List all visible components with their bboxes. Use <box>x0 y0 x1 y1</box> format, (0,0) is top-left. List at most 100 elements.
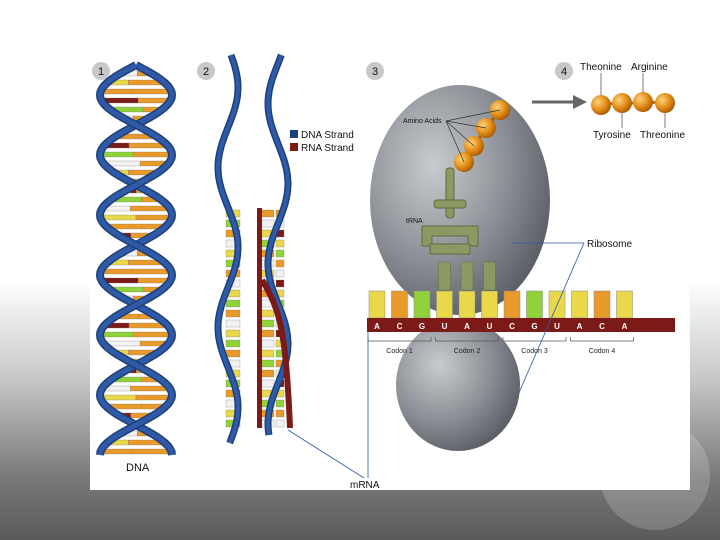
unzipped-dna-transcription <box>214 53 293 445</box>
step-number: 3 <box>372 66 378 78</box>
dna-base <box>225 299 241 308</box>
codon-label: Codon 2 <box>454 348 481 355</box>
mrna-base-letter: C <box>509 322 515 331</box>
dna-base <box>275 259 285 268</box>
legend-swatch-dna <box>290 130 298 138</box>
dna-base <box>225 349 241 358</box>
mrna-base <box>458 290 476 319</box>
base-pair <box>133 151 172 158</box>
mrna-base-letter: A <box>374 322 380 331</box>
rna-base <box>259 209 275 218</box>
base-pair <box>131 448 171 455</box>
amino-name-tyrosine: Tyrosine <box>593 130 631 141</box>
step-marker-2: 2 <box>197 62 215 80</box>
rna-base <box>259 319 275 328</box>
dna-strand <box>215 54 241 444</box>
step-marker-3: 3 <box>366 62 384 80</box>
dna-backbone <box>97 62 175 456</box>
legend-dna-strand: DNA Strand <box>301 130 354 141</box>
codon-label: Codon 1 <box>386 348 413 355</box>
mrna-bases <box>368 261 633 319</box>
dna-base <box>275 399 285 408</box>
codon-brackets: Codon 1 Codon 2 Codon 3 Codon 4 <box>367 337 634 355</box>
mrna-base <box>616 290 633 319</box>
legend: DNA Strand RNA Strand <box>290 130 354 154</box>
base-pair <box>100 151 135 158</box>
dna-base <box>275 279 285 288</box>
dna-base <box>225 339 241 348</box>
amino-name-arginine: Arginine <box>631 62 668 73</box>
dna-base <box>275 409 285 418</box>
codon-bracket <box>502 337 567 342</box>
codon-bracket <box>435 337 499 342</box>
base-pair <box>131 268 171 275</box>
rna-base <box>259 219 275 228</box>
rna-base <box>259 339 275 348</box>
dna-base <box>275 269 285 278</box>
codon-bracket <box>570 337 634 342</box>
mrna-base-letter: A <box>577 322 583 331</box>
step-marker-4: 4 <box>555 62 573 80</box>
mrna-strand <box>367 318 675 332</box>
base-pair <box>100 331 135 338</box>
base-pair <box>128 322 166 329</box>
amino-acids-pointers <box>445 109 501 163</box>
step-number: 2 <box>203 66 209 78</box>
trna-molecule <box>421 167 479 255</box>
base-pair <box>130 385 169 392</box>
amino-acid <box>655 93 675 113</box>
codon-label: Codon 3 <box>521 348 548 355</box>
base-pair <box>131 88 171 95</box>
trna-anticodon-base <box>483 261 496 291</box>
step-number: 1 <box>98 66 104 78</box>
mrna-base <box>503 290 521 319</box>
rna-base <box>259 349 275 358</box>
base-pair <box>101 268 133 275</box>
legend-rna-strand: RNA Strand <box>301 143 354 154</box>
dna-base <box>275 239 285 248</box>
base-pair <box>101 88 133 95</box>
codon-label: Codon 4 <box>589 348 616 355</box>
mrna-base <box>413 290 431 319</box>
mrna-base <box>571 290 588 319</box>
mrna-base <box>436 290 453 319</box>
amino-acid <box>612 93 632 113</box>
rna-base <box>259 359 275 368</box>
mrna-pointers <box>287 332 369 479</box>
mrna-base-letter: G <box>531 322 537 331</box>
mrna-base <box>368 290 386 319</box>
mrna-base-letter: U <box>442 322 448 331</box>
ribosome <box>370 85 550 451</box>
mrna-label: mRNA <box>350 480 380 490</box>
ribosome-label: Ribosome <box>587 239 632 250</box>
trna-anticodon-base <box>460 261 474 291</box>
dna-label: DNA <box>126 462 150 474</box>
dna-strand <box>265 54 291 436</box>
legend-swatch-rna <box>290 143 298 151</box>
mrna-base <box>593 290 611 319</box>
dna-base <box>225 319 241 328</box>
mrna-base-letter: A <box>622 322 628 331</box>
amino-name-threonine: Threonine <box>640 130 685 141</box>
right-arrow <box>532 95 587 109</box>
rna-base <box>259 309 275 318</box>
step-marker-1: 1 <box>92 62 110 80</box>
mrna-base-letter: C <box>599 322 605 331</box>
mrna-base <box>391 290 408 319</box>
amino-name-pointers <box>600 73 666 128</box>
dna-base <box>275 249 285 258</box>
rna-base <box>259 379 275 388</box>
rna-strand <box>257 208 262 428</box>
mrna-base-letter: C <box>397 322 403 331</box>
base-pair <box>128 142 166 149</box>
base-pair <box>130 205 169 212</box>
mrna-base-letter: A <box>464 322 470 331</box>
ribosome-small-subunit <box>396 319 520 451</box>
base-pair <box>133 331 172 338</box>
amino-name-theonine: Theonine <box>580 62 622 73</box>
mrna-base-letter: G <box>419 322 425 331</box>
amino-acid <box>591 95 611 115</box>
polypeptide <box>591 92 675 115</box>
ribosome-pointers <box>512 242 585 396</box>
